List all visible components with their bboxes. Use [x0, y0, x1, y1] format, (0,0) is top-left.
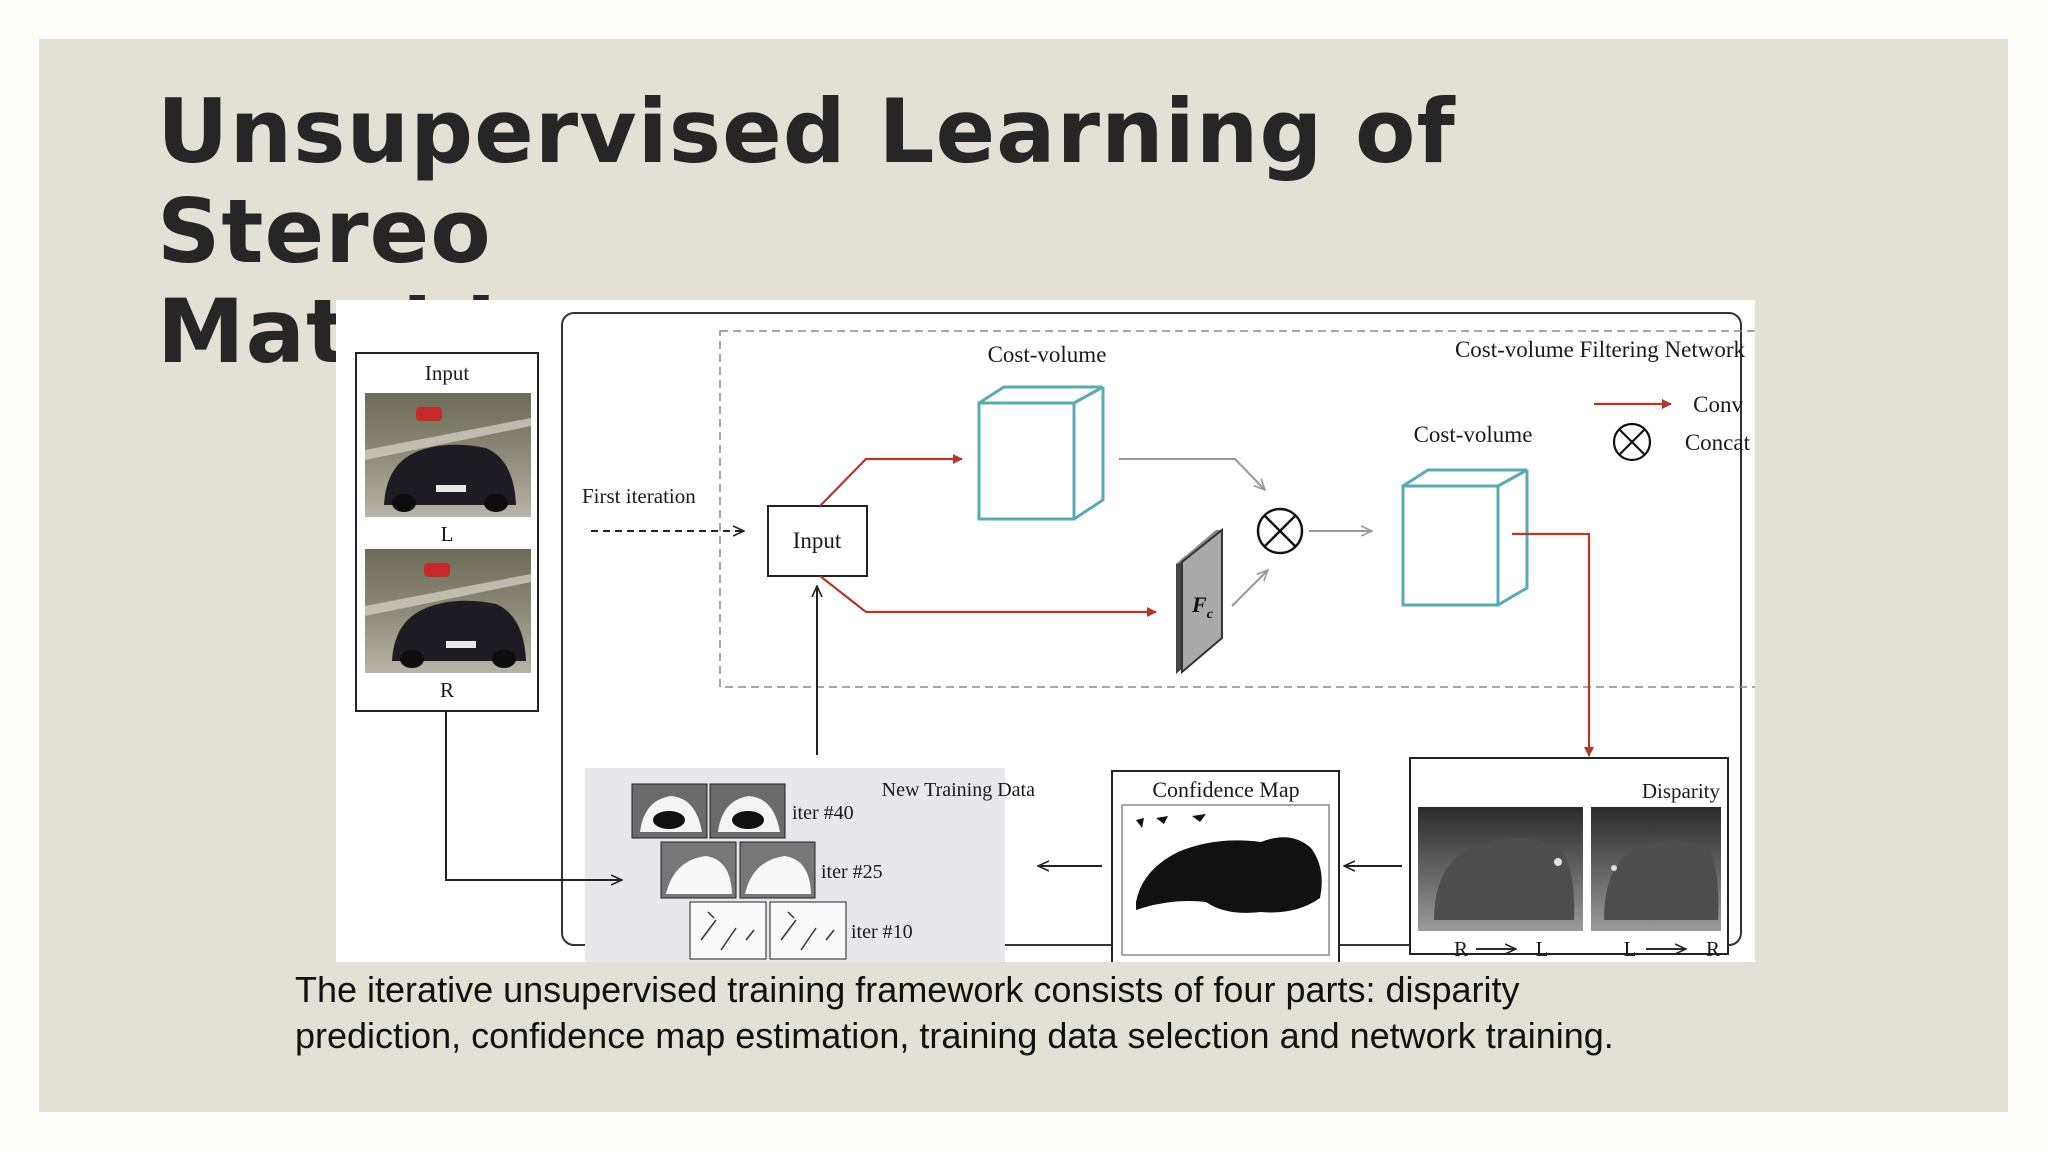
disparity-l-to-r-to: R [1706, 937, 1720, 961]
cost-volume-cube-1 [977, 385, 1105, 521]
first-iteration-label: First iteration [582, 484, 696, 508]
cost-volume-to-disparity-arrow [1512, 532, 1594, 757]
concat-symbol [1256, 507, 1304, 555]
input-panel-title: Input [425, 361, 469, 385]
disparity-r-to-l-to: L [1536, 937, 1549, 961]
cost-volume-label-2: Cost-volume [1414, 422, 1533, 447]
conv-arrow-to-cost-volume [819, 454, 963, 507]
right-label: R [440, 678, 454, 702]
disparity-title: Disparity [1642, 779, 1721, 803]
disparity-l-to-r-from: L [1624, 937, 1637, 961]
cost-volume-label-1: Cost-volume [988, 342, 1107, 367]
slide-caption: The iterative unsupervised training fram… [295, 967, 1995, 1059]
filter-to-concat-arrow [1231, 570, 1268, 607]
left-image [365, 393, 531, 517]
left-label: L [441, 522, 454, 546]
disparity-image-l-to-r [1591, 807, 1721, 931]
slide-title-line-1: Unsupervised Learning of Stereo [157, 80, 1456, 283]
framework-figure: Cost-volume Filtering Network Input L R … [336, 300, 1755, 962]
input-panel: Input L R [355, 352, 539, 712]
iter-40-label: iter #40 [792, 802, 854, 824]
cost-volume-cube-2 [1401, 468, 1529, 607]
cost-volume-to-concat-arrow [1119, 458, 1265, 490]
legend-conv-label: Conv [1693, 392, 1743, 417]
new-training-data-title: New Training Data [882, 779, 1035, 801]
disparity-panel: Disparity R L L R [1409, 757, 1729, 961]
input-box-label: Input [793, 528, 842, 553]
legend: Conv Concat [1594, 392, 1751, 462]
legend-concat-label: Concat [1685, 430, 1751, 455]
input-box [767, 505, 868, 577]
confidence-map-panel: Confidence Map [1111, 770, 1340, 962]
network-dashed-region [719, 330, 1755, 688]
new-training-data-panel: New Training Data iter #40 iter #25 iter… [585, 768, 1035, 962]
disparity-r-to-l-from: R [1454, 937, 1468, 961]
iter-10-thumbnails [689, 901, 847, 960]
iter-10-label: iter #10 [851, 921, 913, 943]
filter-label: Fc [1191, 592, 1214, 622]
confidence-map-mask [1136, 837, 1322, 913]
filter-block: Fc [1176, 527, 1223, 675]
right-image-to-training-data-arrow [445, 711, 622, 880]
confidence-map-title: Confidence Map [1152, 777, 1299, 802]
caption-line-1: The iterative unsupervised training fram… [295, 969, 1520, 1010]
conv-arrow-to-filter [819, 575, 1157, 617]
network-title: Cost-volume Filtering Network [1455, 337, 1746, 362]
caption-line-2: prediction, confidence map estimation, t… [295, 1015, 1614, 1056]
iter-25-label: iter #25 [821, 861, 883, 883]
legend-concat-icon [1612, 422, 1652, 462]
iter-40-thumbnails [631, 783, 786, 839]
disparity-image-r-to-l [1418, 807, 1583, 931]
iter-25-thumbnails [660, 841, 816, 899]
slide-title: Unsupervised Learning of Stereo Matching [157, 82, 1757, 382]
right-image [365, 549, 531, 673]
